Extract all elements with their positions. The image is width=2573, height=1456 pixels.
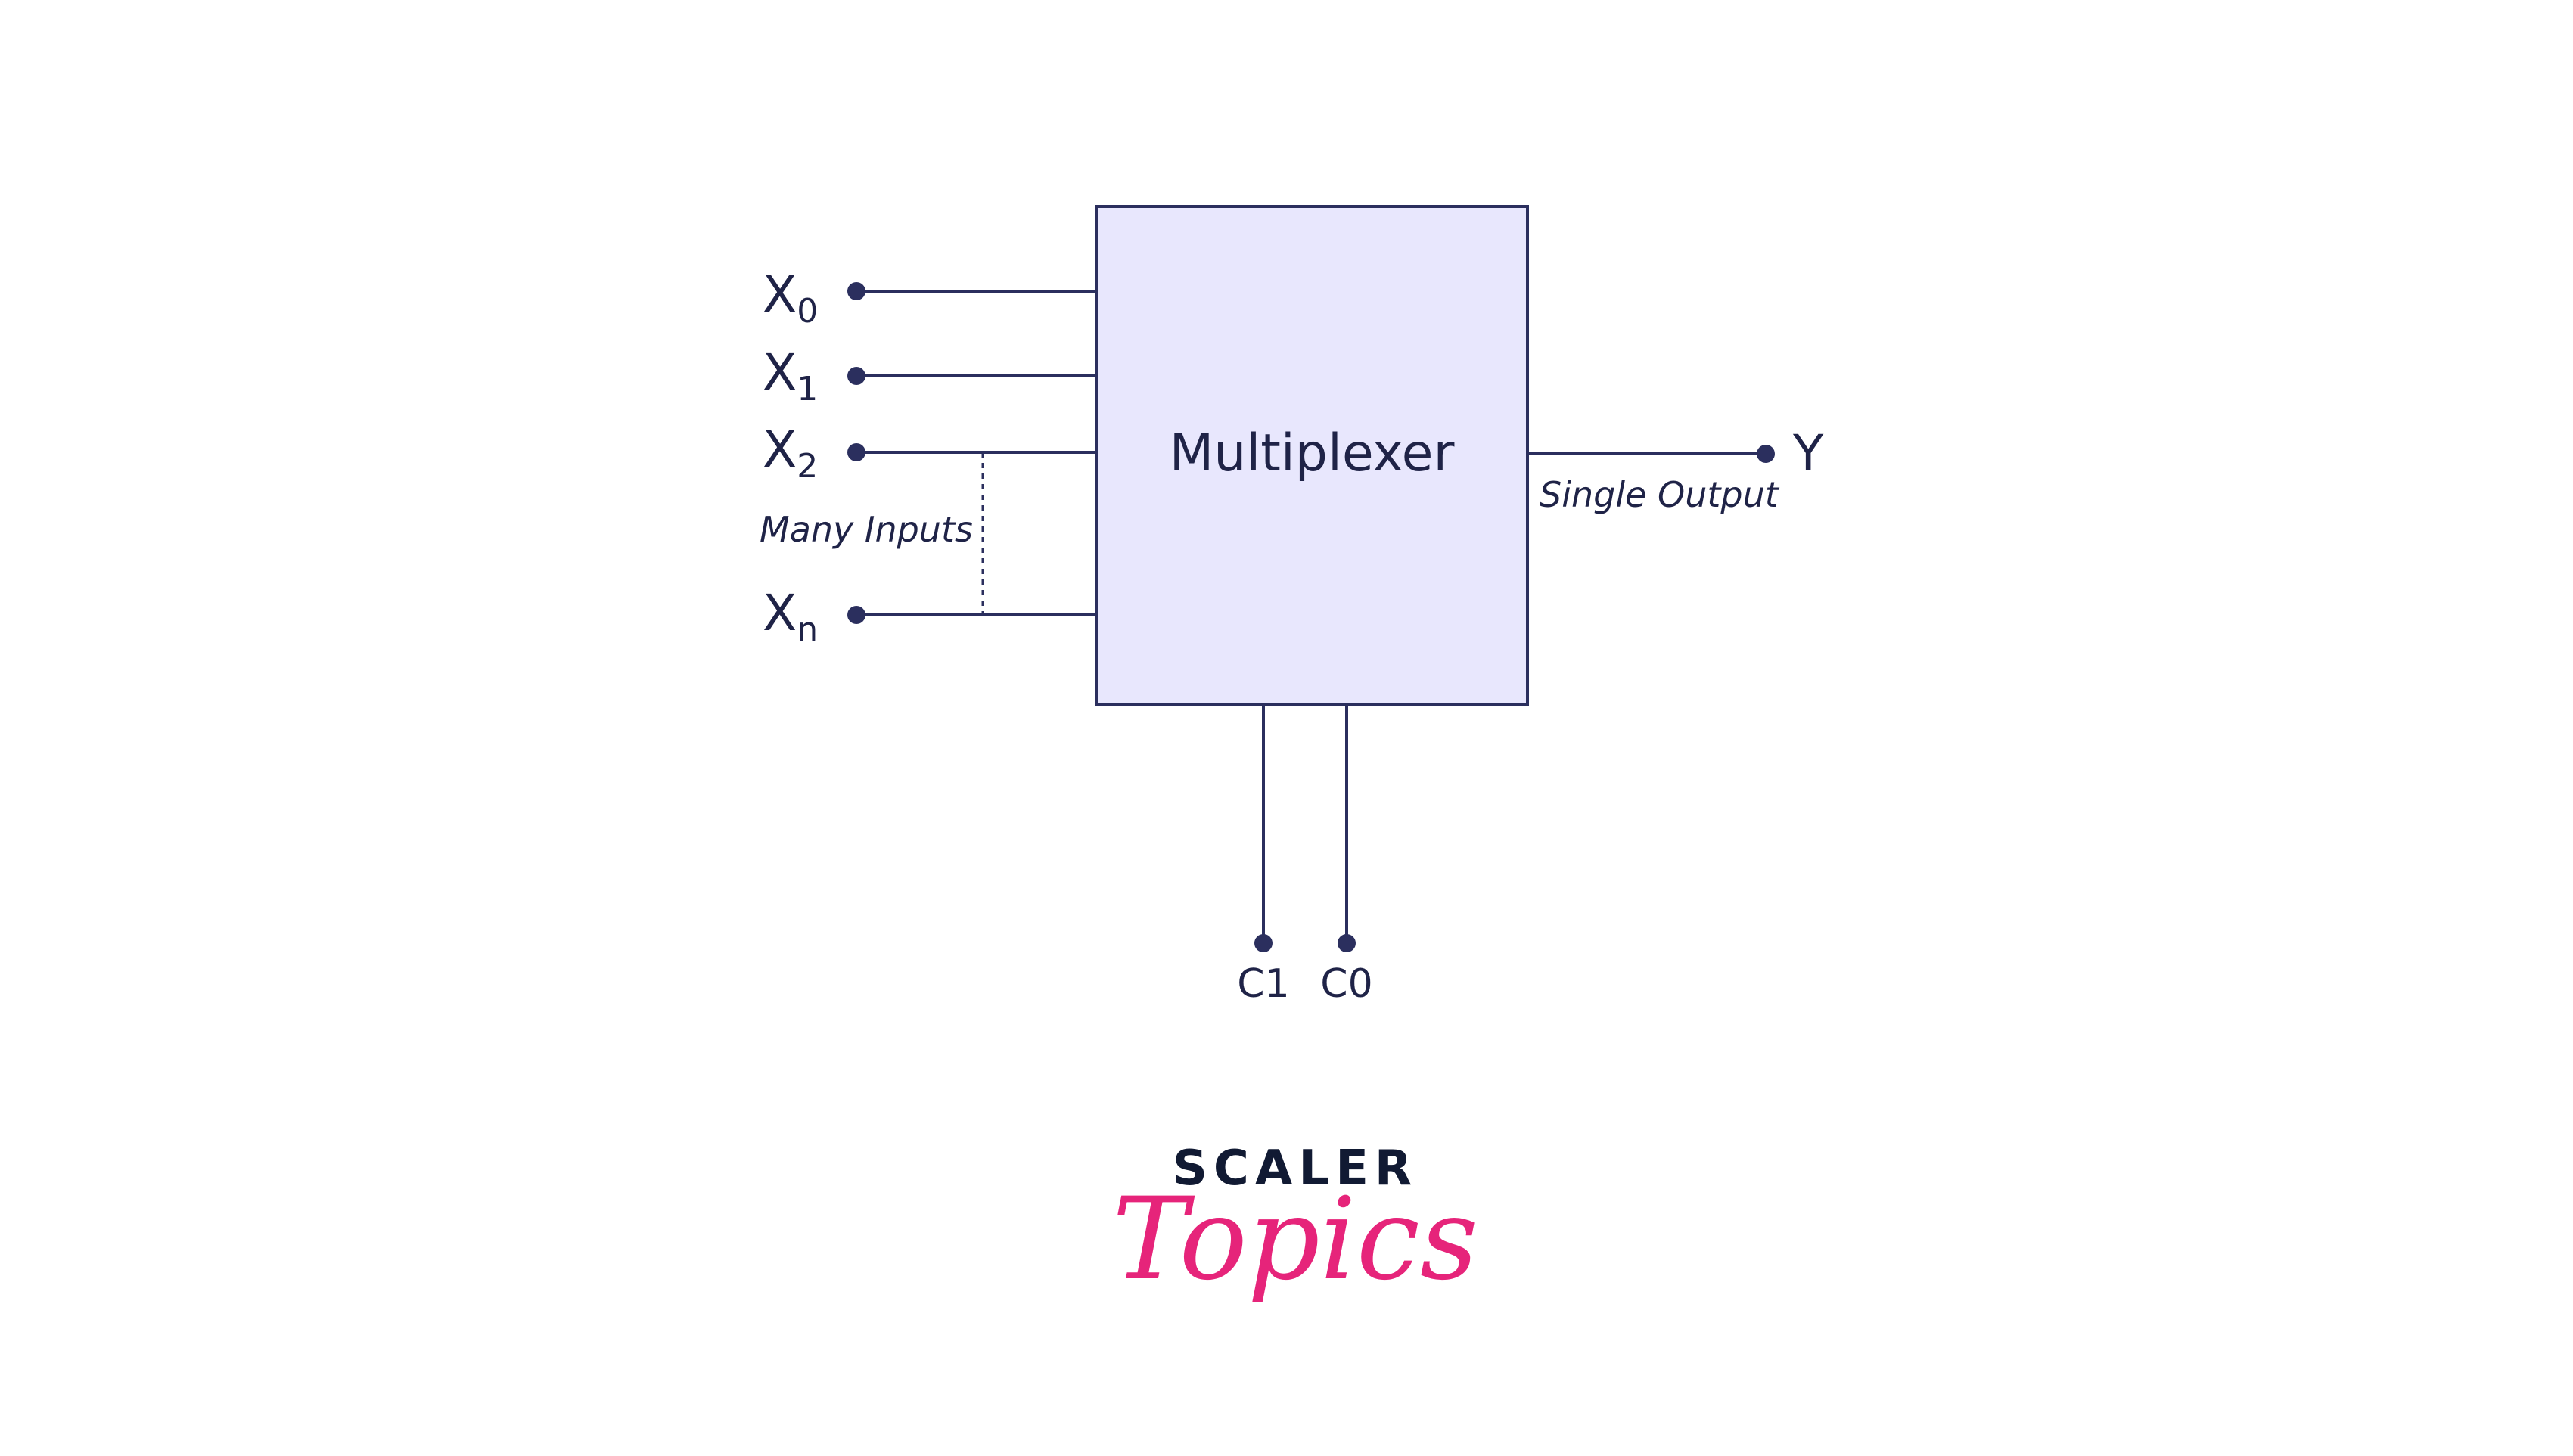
control-label-c1: C1 xyxy=(1237,961,1289,1007)
multiplexer-label: Multiplexer xyxy=(1170,424,1455,483)
input-terminal-x0 xyxy=(847,282,865,300)
output-label: Y xyxy=(1792,424,1824,483)
scaler-topics-logo: SCALER Topics xyxy=(1112,1141,1478,1305)
input-label-xn: Xn xyxy=(763,584,818,649)
output-terminal xyxy=(1757,445,1775,463)
input-terminal-xn xyxy=(847,606,865,624)
control-label-c0: C0 xyxy=(1320,961,1372,1007)
input-label-x0: X0 xyxy=(763,265,818,331)
input-label-x2: X2 xyxy=(763,421,818,486)
control-terminal-c1 xyxy=(1254,934,1273,952)
brand-topics: Topics xyxy=(1112,1174,1478,1305)
input-terminal-x2 xyxy=(847,443,865,461)
output-caption: Single Output xyxy=(1540,474,1780,515)
brand-scaler: SCALER xyxy=(1173,1141,1418,1197)
inputs-caption: Many Inputs xyxy=(760,509,973,550)
multiplexer-block xyxy=(1095,205,1529,706)
input-terminal-x1 xyxy=(847,367,865,385)
control-terminal-c0 xyxy=(1338,934,1356,952)
input-label-x1: X1 xyxy=(763,343,818,408)
